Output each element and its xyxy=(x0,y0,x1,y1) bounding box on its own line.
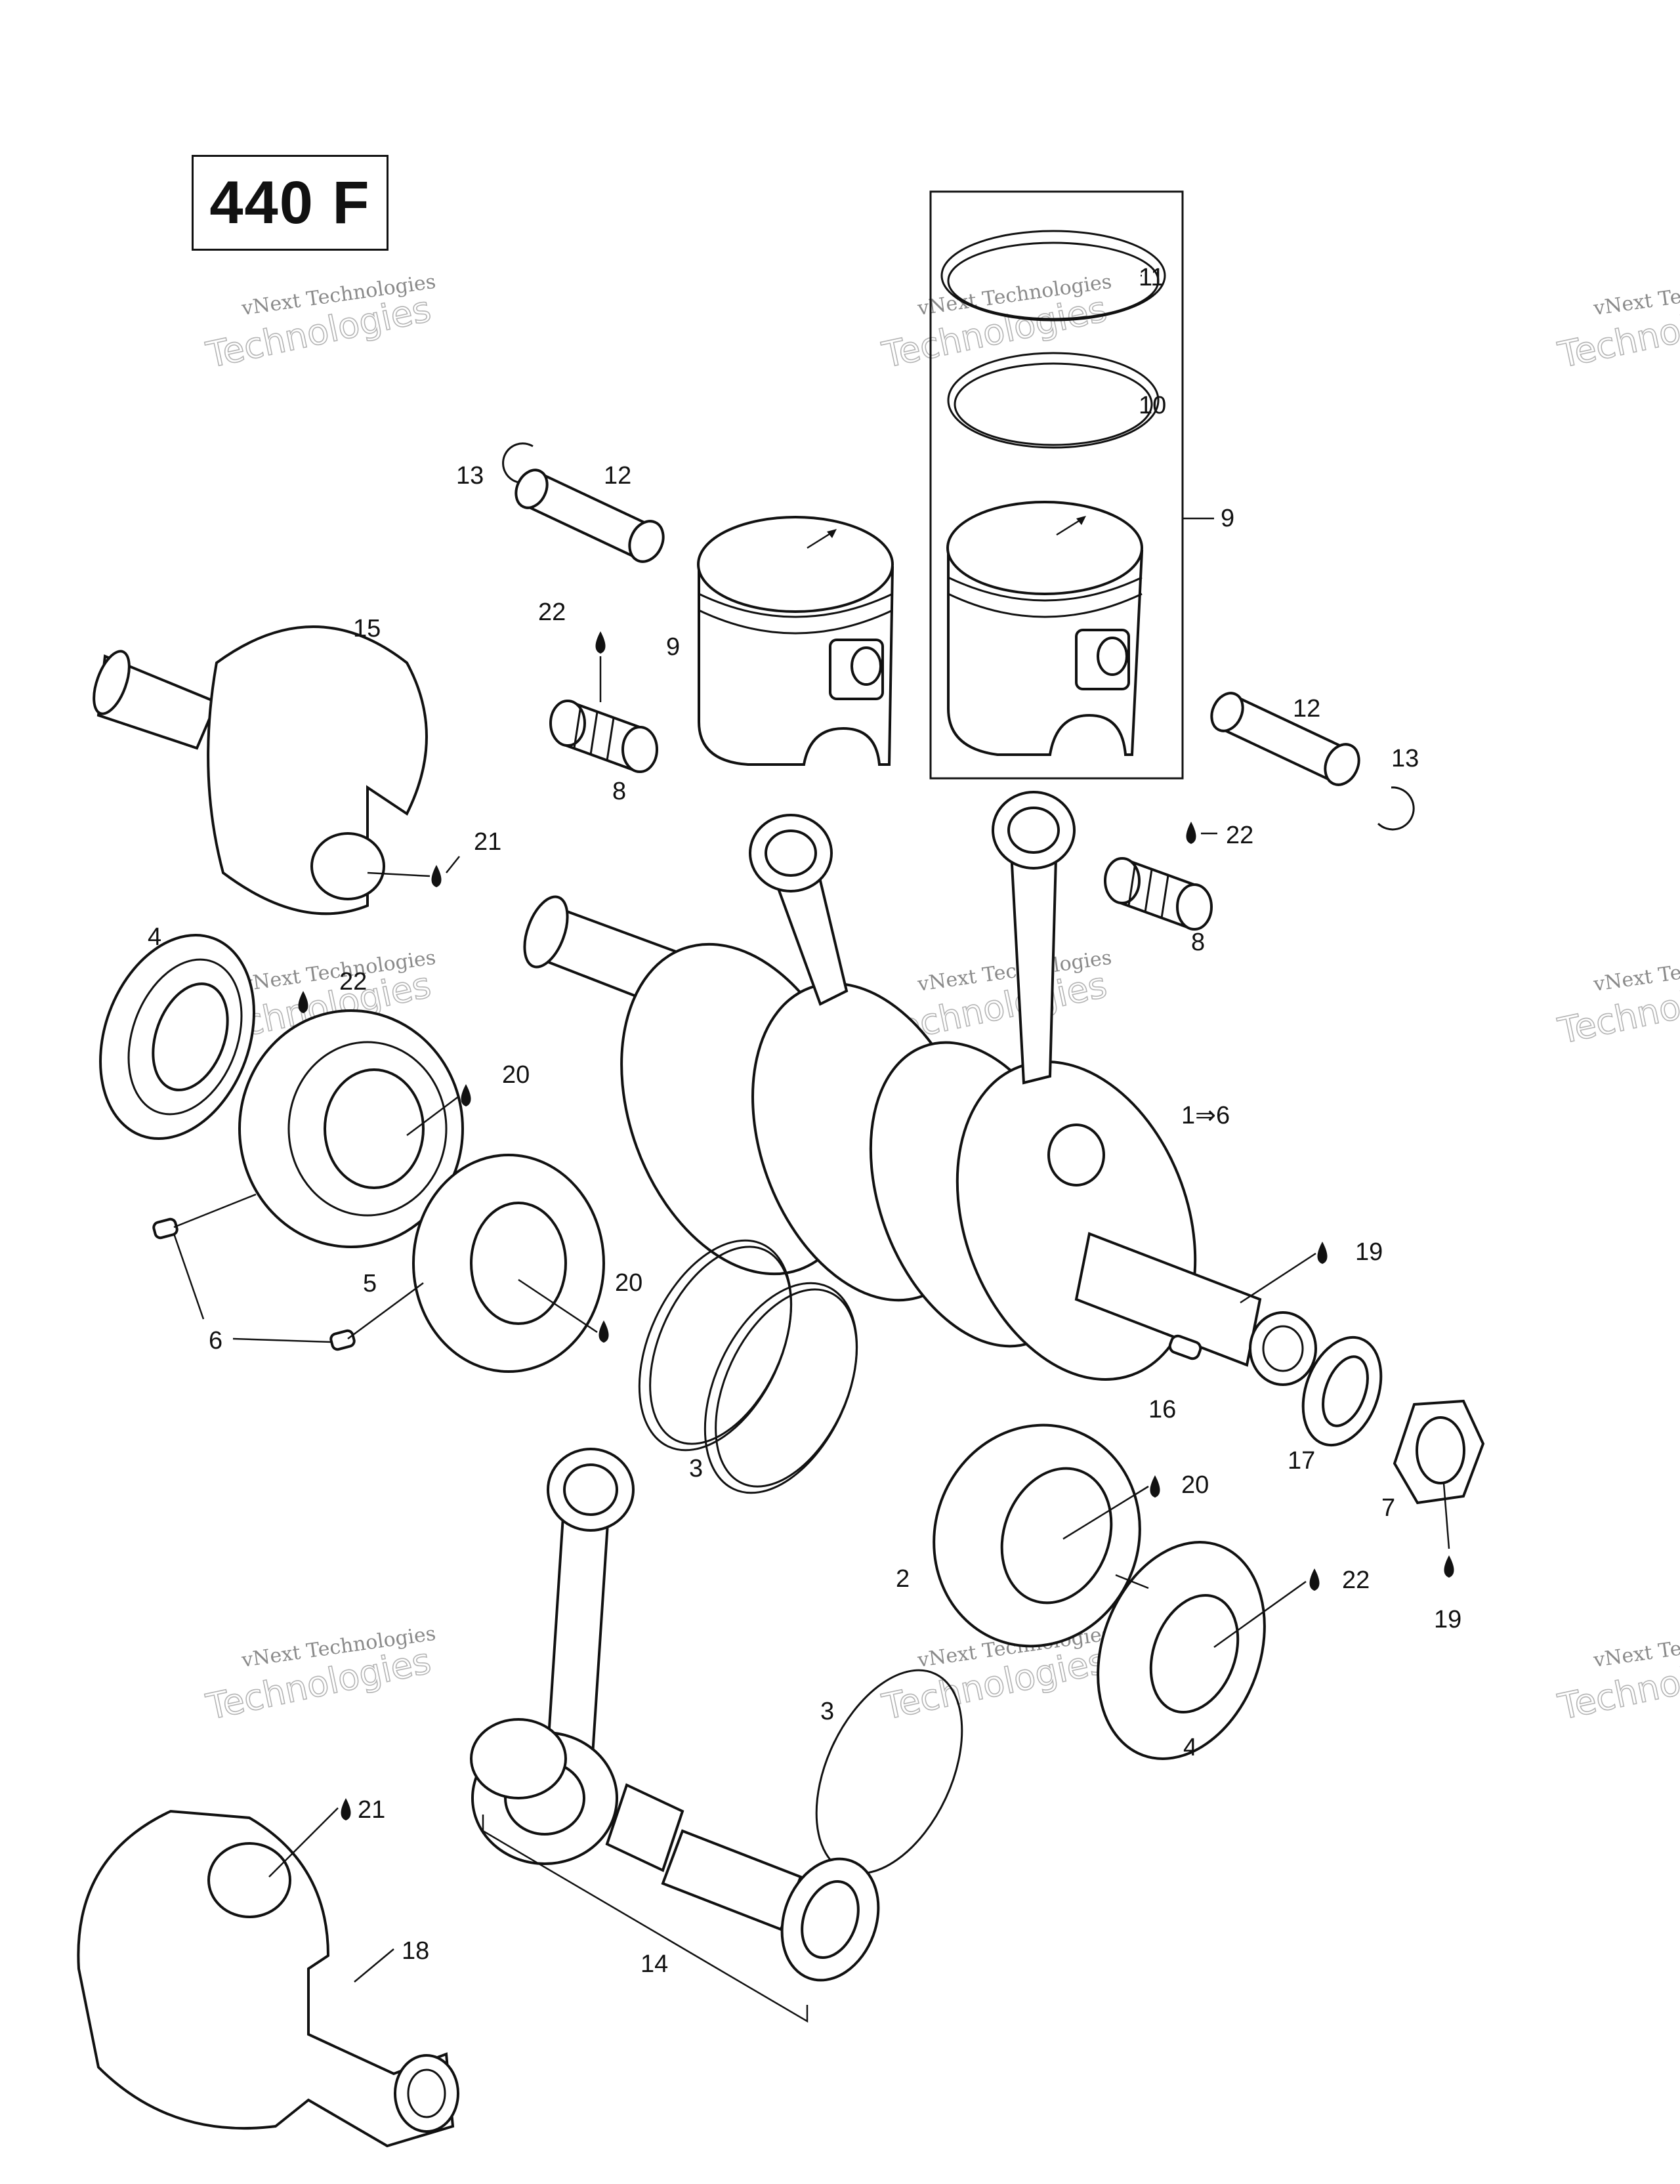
needle-bearing-upper xyxy=(549,700,658,773)
callout-15: 15 xyxy=(353,615,381,642)
connecting-rod-assembly xyxy=(470,1448,880,2023)
callout-12-left: 12 xyxy=(604,462,631,490)
callout-4-right: 4 xyxy=(1183,1734,1197,1761)
callout-22-left: 22 xyxy=(339,968,367,996)
ball-bearing-left-upper xyxy=(238,1009,464,1248)
oil-drop-icon xyxy=(1317,1242,1328,1264)
callout-3-middle: 3 xyxy=(689,1455,703,1482)
callout-10: 10 xyxy=(1139,392,1166,419)
callout-13-right: 13 xyxy=(1391,745,1419,772)
callout-16: 16 xyxy=(1148,1396,1176,1423)
ball-bearing-left-lower xyxy=(412,1154,605,1373)
callout-2: 2 xyxy=(896,1565,910,1593)
crankshaft-half-15 xyxy=(93,625,428,915)
callout-4-left: 4 xyxy=(148,923,161,951)
oil-drop-icon xyxy=(431,865,442,887)
piston-kit-box xyxy=(929,190,1184,780)
needle-bearing-lower xyxy=(1104,857,1213,931)
callout-8-upper: 8 xyxy=(612,778,626,805)
oil-seal-left xyxy=(99,934,255,1140)
woodruff-key xyxy=(1168,1334,1202,1360)
oil-drop-icon xyxy=(1150,1475,1160,1498)
piston-in-kit xyxy=(946,501,1144,756)
oil-drop-icon-group xyxy=(298,631,1454,1820)
callout-13-left: 13 xyxy=(456,462,484,490)
callout-19-right: 19 xyxy=(1355,1238,1383,1266)
callout-20-lower: 20 xyxy=(615,1269,642,1297)
model-label: 440 F xyxy=(209,169,371,236)
callout-22-upper: 22 xyxy=(538,598,566,626)
callout-labels: 11 10 9 9 13 12 22 8 12 13 15 21 22 8 4 … xyxy=(148,264,1461,1978)
piston-pin-right xyxy=(1210,692,1360,786)
callout-11: 11 xyxy=(1139,264,1164,291)
piston-standalone xyxy=(697,516,894,766)
hex-nut xyxy=(1393,1399,1485,1505)
callout-21-lower: 21 xyxy=(358,1796,385,1824)
oil-drop-icon xyxy=(598,1320,609,1343)
oil-drop-icon xyxy=(1309,1568,1320,1591)
oil-drop-icon xyxy=(595,631,606,654)
callout-21-upper: 21 xyxy=(474,828,501,856)
callout-7: 7 xyxy=(1381,1494,1395,1522)
callout-18: 18 xyxy=(402,1937,429,1965)
callout-17: 17 xyxy=(1288,1447,1315,1475)
circlip-right xyxy=(1377,786,1415,831)
lock-washer xyxy=(1301,1335,1383,1447)
oil-drop-icon xyxy=(1444,1555,1454,1578)
circlip-left xyxy=(502,442,534,484)
callout-20-right: 20 xyxy=(1181,1471,1209,1499)
oil-drop-icon xyxy=(298,991,308,1013)
dowel-pins xyxy=(152,1217,356,1351)
callout-22-right: 22 xyxy=(1226,822,1253,849)
callout-1-to-6: 1⇒6 xyxy=(1181,1102,1230,1129)
callout-22-lower-right: 22 xyxy=(1342,1566,1370,1594)
callout-9-kit: 9 xyxy=(1221,505,1234,532)
oil-drop-icon xyxy=(341,1798,351,1820)
callout-8-lower: 8 xyxy=(1191,929,1205,956)
callout-9: 9 xyxy=(666,633,680,661)
oil-seal-right xyxy=(1097,1541,1266,1760)
callout-5: 5 xyxy=(363,1270,377,1297)
callout-19-lower: 19 xyxy=(1434,1606,1461,1633)
callout-14: 14 xyxy=(640,1950,668,1978)
callout-3-lower: 3 xyxy=(820,1698,834,1725)
callout-6: 6 xyxy=(209,1327,222,1354)
crankshaft-assembly xyxy=(523,791,1317,1386)
crankshaft-half-18 xyxy=(77,1809,459,2148)
callout-20-upper: 20 xyxy=(502,1061,530,1089)
o-rings-middle xyxy=(638,1239,858,1494)
oil-drop-icon xyxy=(461,1084,471,1106)
oil-drop-icon xyxy=(1186,822,1196,844)
ball-bearing-right xyxy=(933,1423,1141,1648)
piston-ring-10 xyxy=(947,352,1160,449)
piston-pin-left xyxy=(514,469,665,563)
piston-ring-11 xyxy=(940,230,1166,322)
model-label-box: 440 F xyxy=(192,155,388,251)
callout-12-right: 12 xyxy=(1293,695,1320,723)
leader-lines xyxy=(173,274,1450,1983)
